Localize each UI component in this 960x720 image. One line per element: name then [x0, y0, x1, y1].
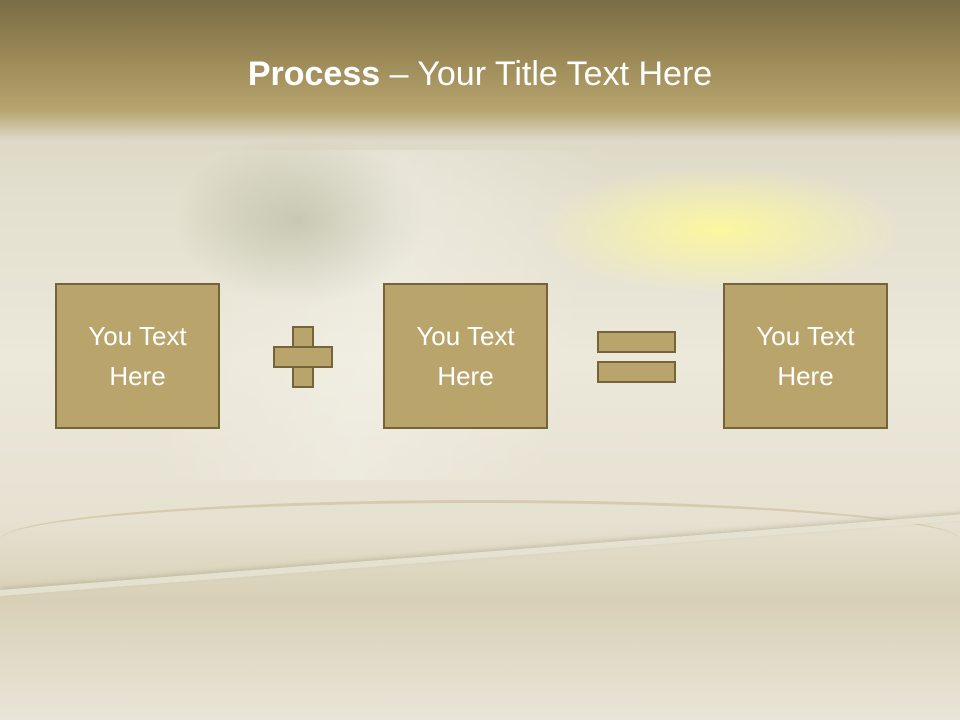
process-box-2-text: You Text Here [416, 321, 515, 391]
process-box-2[interactable]: You Text Here [383, 283, 548, 429]
title-band [0, 0, 960, 140]
title-bold: Process [247, 55, 381, 93]
car-hood-curve [0, 500, 960, 583]
process-box-1[interactable]: You Text Here [55, 283, 220, 429]
process-box-3[interactable]: You Text Here [723, 283, 888, 429]
process-box-1-text: You Text Here [88, 321, 187, 391]
title-rest: – Your Title Text Here [380, 55, 713, 93]
process-box-3-text: You Text Here [756, 321, 855, 391]
slide-title[interactable]: Process – Your Title Text Here [0, 52, 960, 96]
